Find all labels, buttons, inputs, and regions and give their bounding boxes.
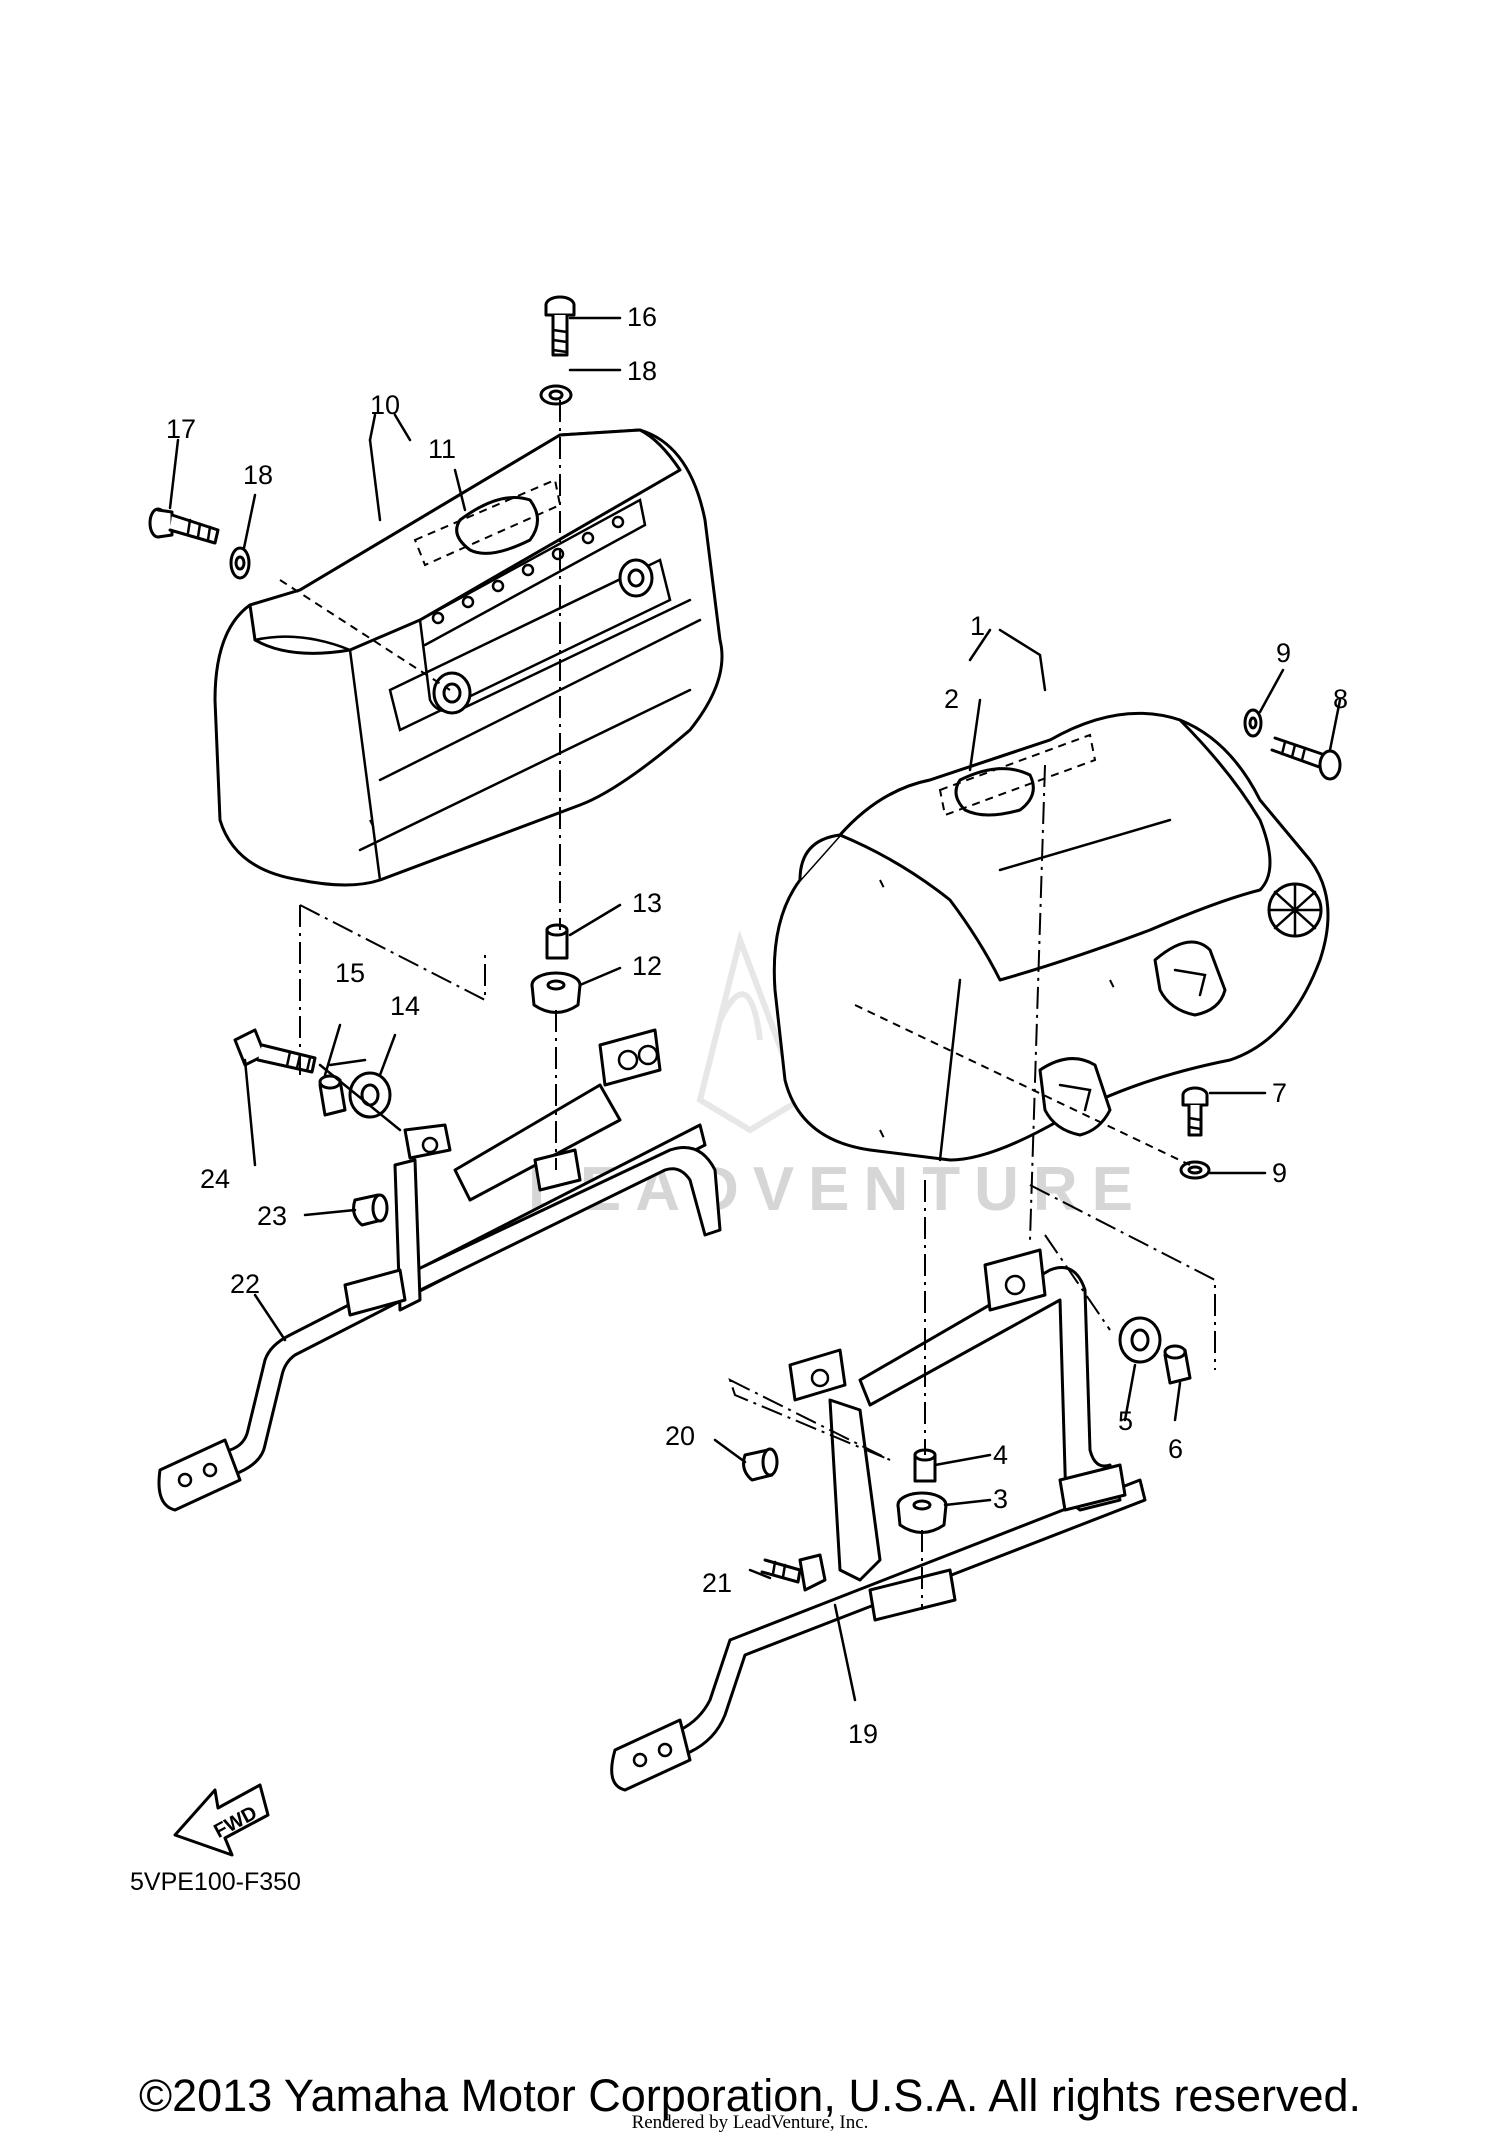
collar-13 xyxy=(545,923,569,960)
callout-17: 17 xyxy=(166,414,196,444)
callout-12: 12 xyxy=(632,951,662,981)
callout-15: 15 xyxy=(335,958,365,988)
callout-19: 19 xyxy=(848,1719,878,1749)
callout-5: 5 xyxy=(1118,1406,1133,1436)
callout-3: 3 xyxy=(993,1484,1008,1514)
callout-24: 24 xyxy=(200,1164,230,1194)
left-saddlebag xyxy=(213,428,724,887)
grommet-12 xyxy=(530,971,582,1014)
callout-14: 14 xyxy=(390,991,420,1021)
washer-18-top xyxy=(539,384,573,406)
rivet-holes xyxy=(431,515,625,625)
callout-2: 2 xyxy=(944,684,959,714)
callout-9-bottom: 9 xyxy=(1272,1158,1287,1188)
bolt-24 xyxy=(233,1028,317,1074)
callout-10: 10 xyxy=(370,390,400,420)
callout-4: 4 xyxy=(993,1440,1008,1470)
assembly-lines xyxy=(279,400,1216,1610)
callout-21: 21 xyxy=(702,1568,732,1598)
callout-18-side: 18 xyxy=(243,460,273,490)
right-stay xyxy=(610,1248,1147,1792)
callout-18-top: 18 xyxy=(627,356,657,386)
part-code: 5VPE100-F350 xyxy=(130,1868,301,1896)
callout-6: 6 xyxy=(1168,1434,1183,1464)
callout-13: 13 xyxy=(632,888,662,918)
copyright-notice: ©2013 Yamaha Motor Corporation, U.S.A. A… xyxy=(138,2070,1362,2121)
left-stay xyxy=(157,1028,722,1512)
bolt-8 xyxy=(1270,736,1342,781)
washer-9-bottom xyxy=(1179,1160,1211,1180)
callout-16: 16 xyxy=(627,302,657,332)
bolt-21 xyxy=(760,1553,827,1592)
callout-9-top: 9 xyxy=(1276,638,1291,668)
washer-18-side xyxy=(229,546,251,580)
callout-8: 8 xyxy=(1333,684,1348,714)
collar-15 xyxy=(318,1074,347,1117)
callout-23: 23 xyxy=(257,1201,287,1231)
plug-23 xyxy=(352,1193,389,1227)
bag-latch-cover xyxy=(954,767,1035,817)
fwd-arrow: FWD xyxy=(173,1783,270,1857)
grommet-3 xyxy=(896,1491,948,1534)
callout-leaders xyxy=(168,316,1342,1702)
grommet-5 xyxy=(1118,1316,1162,1364)
lid-latch-cover xyxy=(455,496,539,555)
bolt-17 xyxy=(148,507,220,545)
callout-11: 11 xyxy=(428,434,456,464)
callout-20: 20 xyxy=(665,1421,695,1451)
callout-labels: 16 18 10 11 17 18 13 12 15 14 24 23 22 1… xyxy=(166,302,1348,1749)
plug-20 xyxy=(742,1447,779,1482)
right-saddlebag xyxy=(772,711,1330,1162)
bolt-16 xyxy=(544,295,576,357)
bolt-7 xyxy=(1181,1086,1209,1137)
callout-22: 22 xyxy=(230,1269,260,1299)
collar-6 xyxy=(1163,1344,1192,1385)
washer-9-top xyxy=(1243,708,1263,738)
callout-1: 1 xyxy=(970,611,985,641)
rendered-by-credit: Rendered by LeadVenture, Inc. xyxy=(631,2112,869,2133)
callout-7: 7 xyxy=(1272,1078,1287,1108)
grommet-14 xyxy=(348,1071,392,1119)
